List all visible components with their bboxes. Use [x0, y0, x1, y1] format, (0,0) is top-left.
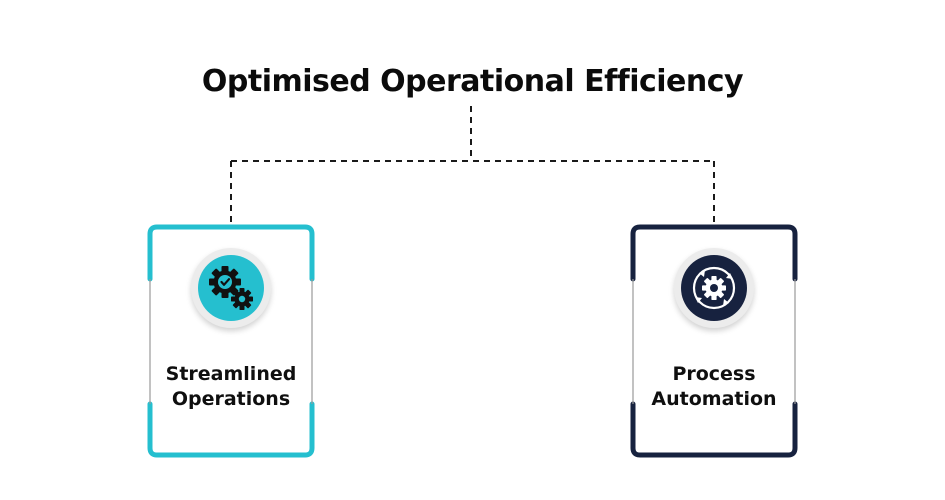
node-label-line2: Automation — [651, 388, 777, 410]
node-label: Process Automation — [630, 362, 798, 412]
icon-disc — [198, 255, 264, 321]
node-card-process-automation: Process Automation — [630, 224, 798, 458]
gear-cycle-icon — [692, 266, 736, 310]
gears-check-icon — [209, 266, 253, 310]
node-label-line1: Streamlined — [165, 363, 297, 385]
node-label-line1: Process — [672, 363, 756, 385]
icon-ring — [674, 248, 754, 328]
node-label-line2: Operations — [171, 388, 291, 410]
card-frame — [630, 224, 798, 458]
node-label: Streamlined Operations — [147, 362, 315, 412]
diagram-title: Optimised Operational Efficiency — [201, 64, 744, 99]
icon-ring — [191, 248, 271, 328]
card-frame — [147, 224, 315, 458]
node-card-streamlined-operations: Streamlined Operations — [147, 224, 315, 458]
icon-disc — [681, 255, 747, 321]
